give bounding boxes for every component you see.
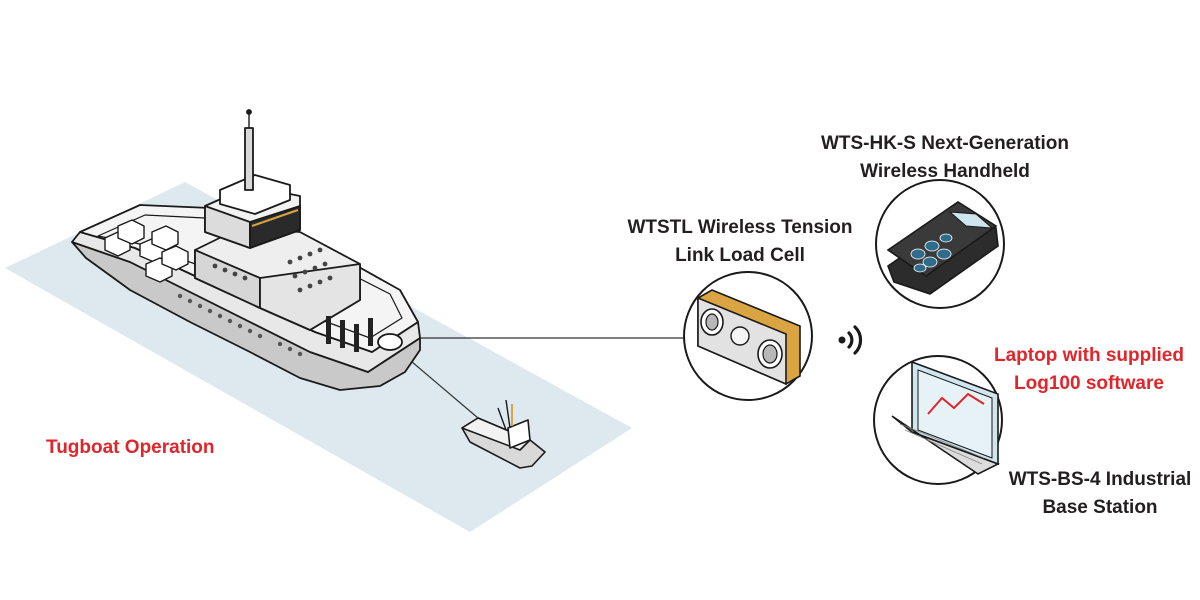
handheld-label: WTS-HK-S Next-Generation Wireless Handhe… bbox=[805, 130, 1085, 186]
tugboat-icon bbox=[461, 399, 546, 469]
laptop-label-line2: Log100 software bbox=[1014, 373, 1164, 394]
base-station-label: WTS-BS-4 Industrial Base Station bbox=[998, 466, 1200, 522]
wireless-signal-icon bbox=[838, 325, 863, 355]
handheld-label-line2: Wireless Handheld bbox=[860, 161, 1030, 182]
laptop-label-line1: Laptop with supplied bbox=[994, 345, 1184, 366]
handheld-device-icon bbox=[875, 179, 1005, 309]
load-cell-label-line1: WTSTL Wireless Tension bbox=[627, 217, 853, 238]
base-station-label-line1: WTS-BS-4 Industrial bbox=[1008, 469, 1192, 490]
base-station-label-line2: Base Station bbox=[1042, 497, 1158, 518]
laptop-icon bbox=[873, 355, 1003, 485]
tugboat-operation-label: Tugboat Operation bbox=[46, 437, 215, 458]
load-cell-icon bbox=[683, 271, 813, 401]
laptop-label: Laptop with supplied Log100 software bbox=[982, 342, 1196, 398]
load-cell-label-line2: Link Load Cell bbox=[675, 245, 805, 266]
handheld-label-line1: WTS-HK-S Next-Generation bbox=[820, 133, 1070, 154]
ship-icon bbox=[71, 109, 421, 391]
load-cell-label: WTSTL Wireless Tension Link Load Cell bbox=[620, 214, 860, 270]
